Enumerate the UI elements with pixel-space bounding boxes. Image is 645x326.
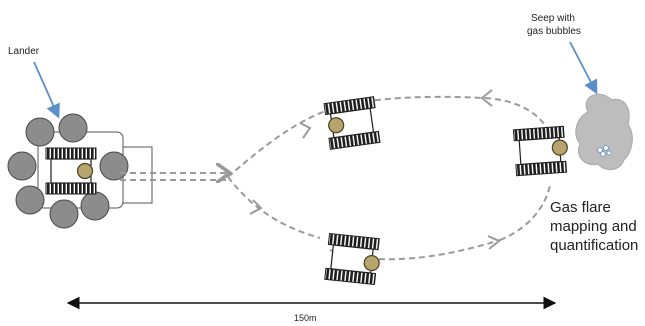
distance-label: 150m	[294, 313, 317, 323]
seep-icon	[575, 93, 633, 170]
lander-label: Lander	[8, 46, 40, 57]
flare-label-line2: mapping and	[550, 218, 637, 235]
gas-bubbles-icon	[597, 145, 612, 157]
rover-icon	[324, 232, 380, 286]
lander-float	[7, 113, 129, 229]
lander-pointer-arrow	[33, 61, 60, 119]
docked-rover-icon	[45, 147, 97, 195]
seep-pointer-arrow	[569, 41, 598, 95]
lander-icon	[7, 113, 153, 229]
seep-label-line2: gas bubbles	[527, 26, 581, 37]
rover-icon	[323, 96, 381, 150]
seep-label-line1: Seep with	[531, 13, 575, 24]
flare-label-line1: Gas flare	[550, 199, 611, 216]
rover-icon	[512, 125, 568, 177]
flare-label-line3: quantification	[550, 237, 638, 254]
path-direction-marks	[249, 89, 501, 250]
